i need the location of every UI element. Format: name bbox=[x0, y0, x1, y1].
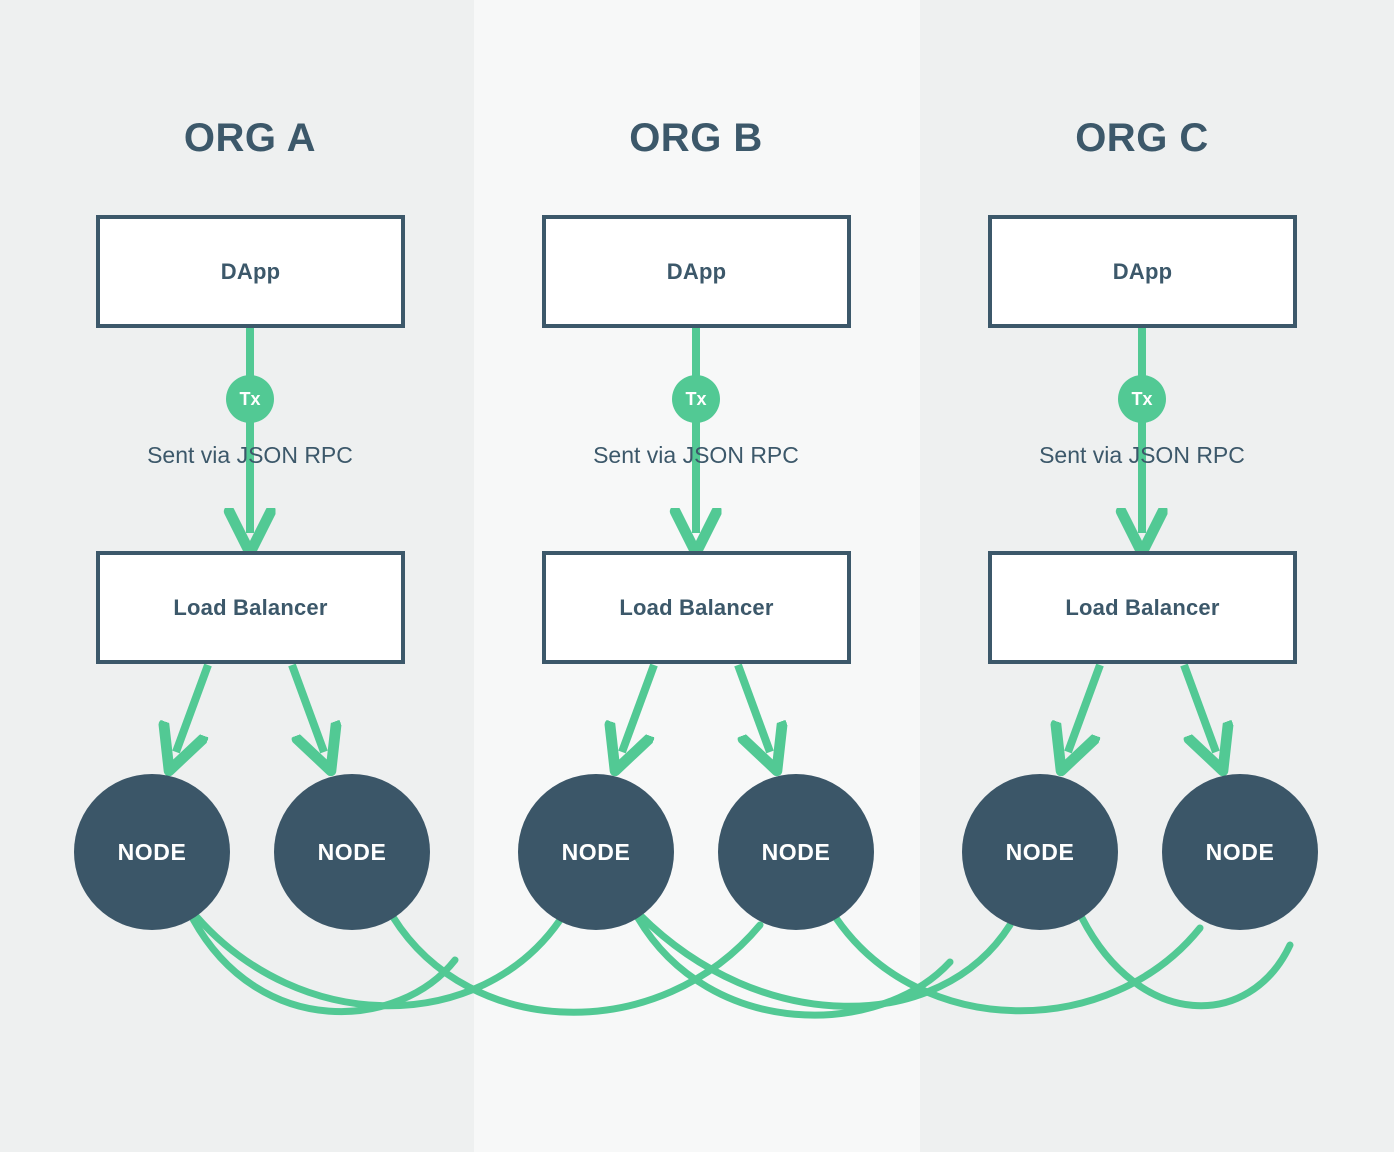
tx-badge-c[interactable]: Tx bbox=[1118, 375, 1166, 423]
org-title-a: ORG A bbox=[183, 116, 317, 160]
rpc-label-c: Sent via JSON RPC bbox=[1039, 442, 1245, 468]
rpc-label-b: Sent via JSON RPC bbox=[593, 442, 799, 468]
load-balancer-box-a[interactable]: Load Balancer bbox=[96, 551, 405, 664]
load-balancer-box-c[interactable]: Load Balancer bbox=[988, 551, 1297, 664]
org-title-b: ORG B bbox=[629, 116, 763, 160]
rpc-label-a: Sent via JSON RPC bbox=[147, 442, 353, 468]
dapp-box-a[interactable]: DApp bbox=[96, 215, 405, 328]
load-balancer-box-b[interactable]: Load Balancer bbox=[542, 551, 851, 664]
node-a-1[interactable]: NODE bbox=[74, 774, 230, 930]
org-title-c: ORG C bbox=[1075, 116, 1209, 160]
node-b-2[interactable]: NODE bbox=[718, 774, 874, 930]
dapp-box-c[interactable]: DApp bbox=[988, 215, 1297, 328]
node-a-2[interactable]: NODE bbox=[274, 774, 430, 930]
node-c-2[interactable]: NODE bbox=[1162, 774, 1318, 930]
dapp-box-b[interactable]: DApp bbox=[542, 215, 851, 328]
node-c-1[interactable]: NODE bbox=[962, 774, 1118, 930]
tx-badge-a[interactable]: Tx bbox=[226, 375, 274, 423]
tx-badge-b[interactable]: Tx bbox=[672, 375, 720, 423]
node-b-1[interactable]: NODE bbox=[518, 774, 674, 930]
